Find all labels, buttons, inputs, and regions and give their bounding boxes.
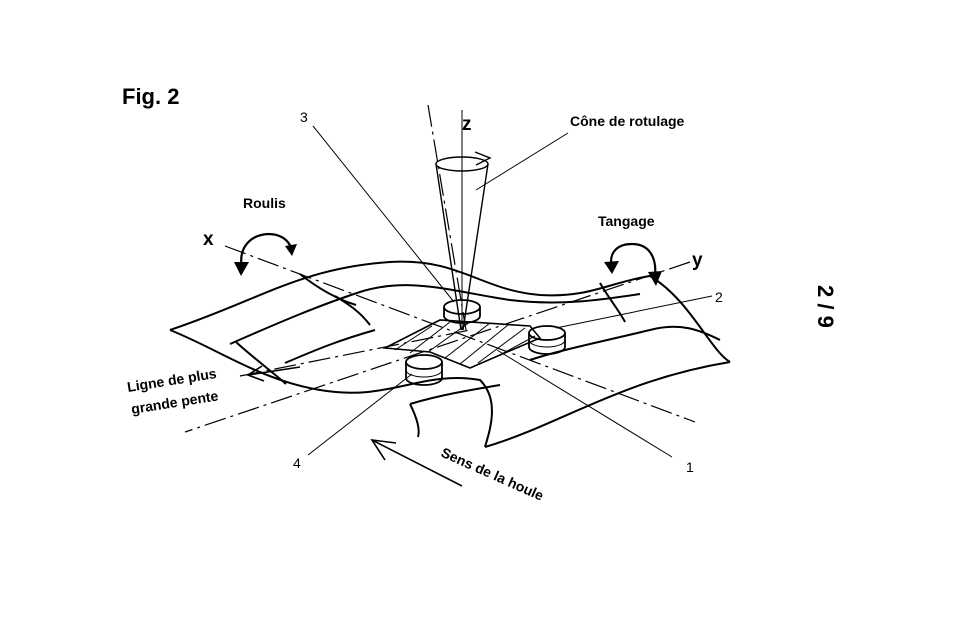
axis-label-z: z <box>462 114 472 135</box>
swell-arrow-icon <box>370 438 463 487</box>
callout-3: 3 <box>300 109 308 125</box>
pitch-label: Tangage <box>598 213 655 229</box>
roll-arrow-icon <box>234 232 297 276</box>
axis-lines <box>184 104 696 433</box>
wavy-sheet <box>169 260 731 448</box>
leader-lines <box>307 125 713 458</box>
axis-label-y: y <box>692 250 703 271</box>
rotation-cone <box>435 110 492 331</box>
callout-4: 4 <box>293 455 301 471</box>
figure-title: Fig. 2 <box>122 84 179 109</box>
page-number: 2 / 9 <box>813 285 838 328</box>
axis-label-x: x <box>203 229 214 250</box>
callout-1: 1 <box>686 459 694 475</box>
cone-label: Cône de rotulage <box>570 113 685 129</box>
foot-left <box>405 354 443 386</box>
foot-right <box>528 325 566 355</box>
swell-label: Sens de la houle <box>439 444 547 504</box>
slope-arrow-icon <box>246 365 301 382</box>
callout-2: 2 <box>715 289 723 305</box>
roll-label: Roulis <box>243 195 286 211</box>
pitch-arrow-icon <box>604 242 662 286</box>
